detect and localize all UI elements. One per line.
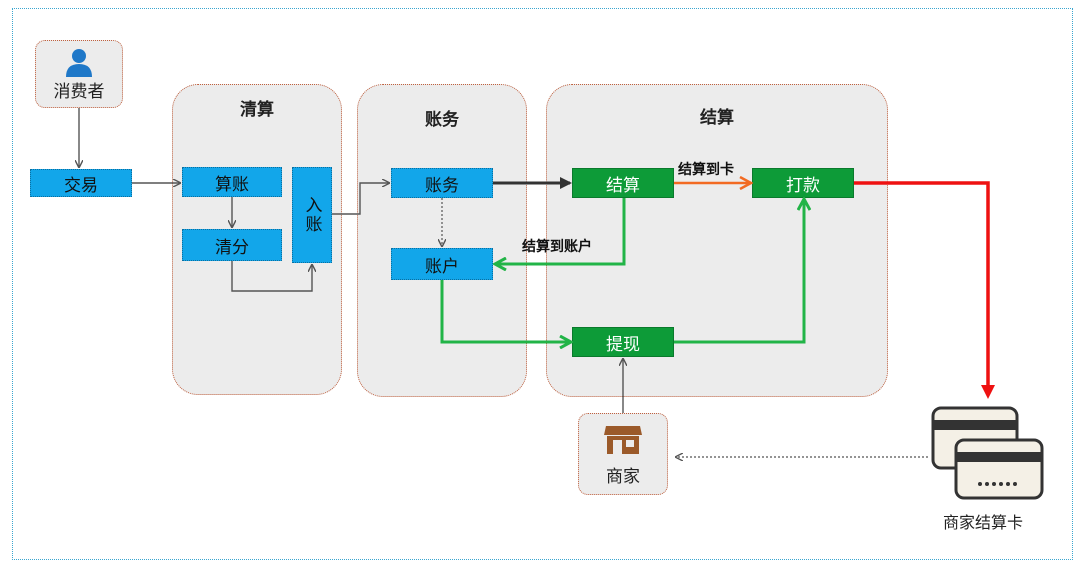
settle-to-card-label: 结算到卡 (678, 162, 734, 178)
consumer-tile: 消费者 (35, 40, 123, 108)
merchant-label: 商家 (606, 466, 640, 487)
edge-posting-ledger (332, 183, 389, 215)
edge-settle-account (496, 198, 626, 264)
edge-withdraw-payout (674, 200, 804, 344)
payout-box: 打款 (752, 168, 854, 198)
bookkeeping-box: 算账 (182, 167, 282, 197)
consumer-label: 消费者 (53, 81, 105, 102)
diagram-frame (12, 8, 1073, 560)
panel-clearing-title: 清算 (240, 100, 274, 120)
settle-box: 结算 (572, 168, 674, 198)
storefront-icon (604, 425, 642, 454)
settle-to-account-label: 结算到账户 (522, 239, 592, 255)
person-icon (66, 48, 92, 77)
transaction-box: 交易 (30, 169, 132, 197)
posting-box: 入账 (292, 167, 332, 263)
ledger-box: 账务 (391, 168, 493, 198)
edge-account-withdraw (440, 280, 570, 342)
merchant-card-label: 商家结算卡 (943, 513, 1024, 532)
merchant-tile: 商家 (578, 413, 668, 495)
edge-split-posting (231, 261, 312, 292)
panel-settlement-title: 结算 (700, 108, 734, 128)
clearing-split-box: 清分 (182, 229, 282, 261)
panel-accounting-title: 账务 (425, 110, 459, 130)
bank-card-icon (931, 406, 1044, 500)
account-box: 账户 (391, 248, 493, 280)
edge-payout-card (854, 181, 995, 399)
withdraw-box: 提现 (572, 327, 674, 357)
